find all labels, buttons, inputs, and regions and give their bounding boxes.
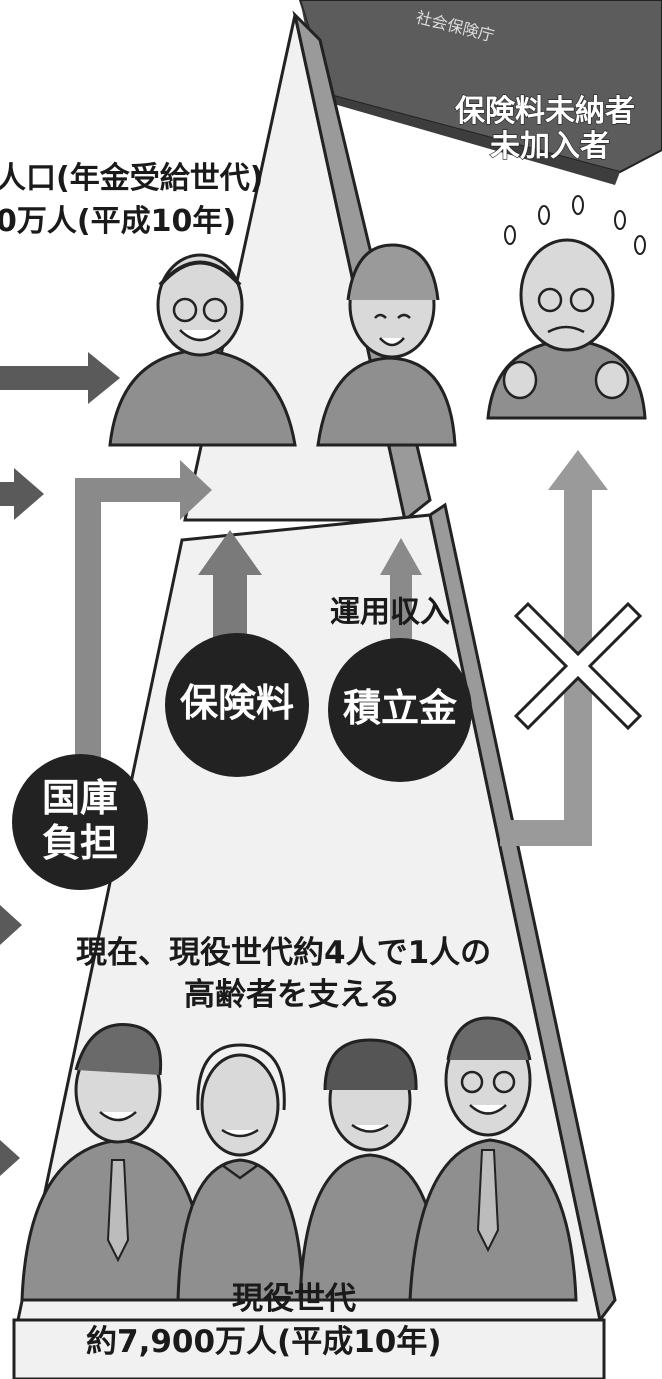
reserve-circle [328, 638, 472, 782]
elderly-woman [316, 243, 457, 447]
left-arrow-2 [0, 468, 44, 520]
cross-mark-icon [513, 601, 643, 731]
worker-woman-1 [176, 1043, 305, 1302]
elderly-population-line2: 0万人(平成10年) [0, 204, 237, 239]
left-arrow-3 [0, 905, 22, 945]
left-arrow-4 [0, 1140, 20, 1176]
premium-circle [165, 633, 309, 777]
reserve-up-arrow [380, 538, 422, 640]
state-burden-label-line1: 国庫 [41, 776, 118, 820]
elderly-man [108, 253, 297, 447]
premium-label: 保険料 [179, 681, 294, 725]
investment-income-label: 運用収入 [330, 595, 450, 630]
state-burden-arrow [75, 460, 212, 778]
left-arrow-1 [0, 352, 120, 404]
worker-man-2 [408, 1016, 578, 1302]
support-message-line1: 現在、現役世代約4人で1人の [76, 935, 492, 971]
elderly-population-line1: 人口(年金受給世代) [0, 161, 264, 196]
working-generation-line1: 現役世代 [232, 1281, 356, 1317]
working-generation-line2: 約7,900万人(平成10年) [86, 1324, 442, 1360]
uninsured-label-line2: 未加入者 [489, 129, 610, 164]
state-burden-circle [12, 754, 148, 890]
reserve-label: 積立金 [342, 686, 457, 730]
support-message-line2: 高齢者を支える [184, 977, 401, 1013]
worried-elderly-man [486, 195, 647, 420]
worker-man-1 [20, 1023, 207, 1302]
state-burden-label-line2: 負担 [41, 821, 118, 865]
uninsured-label-line1: 保険料未納者 [454, 94, 635, 129]
